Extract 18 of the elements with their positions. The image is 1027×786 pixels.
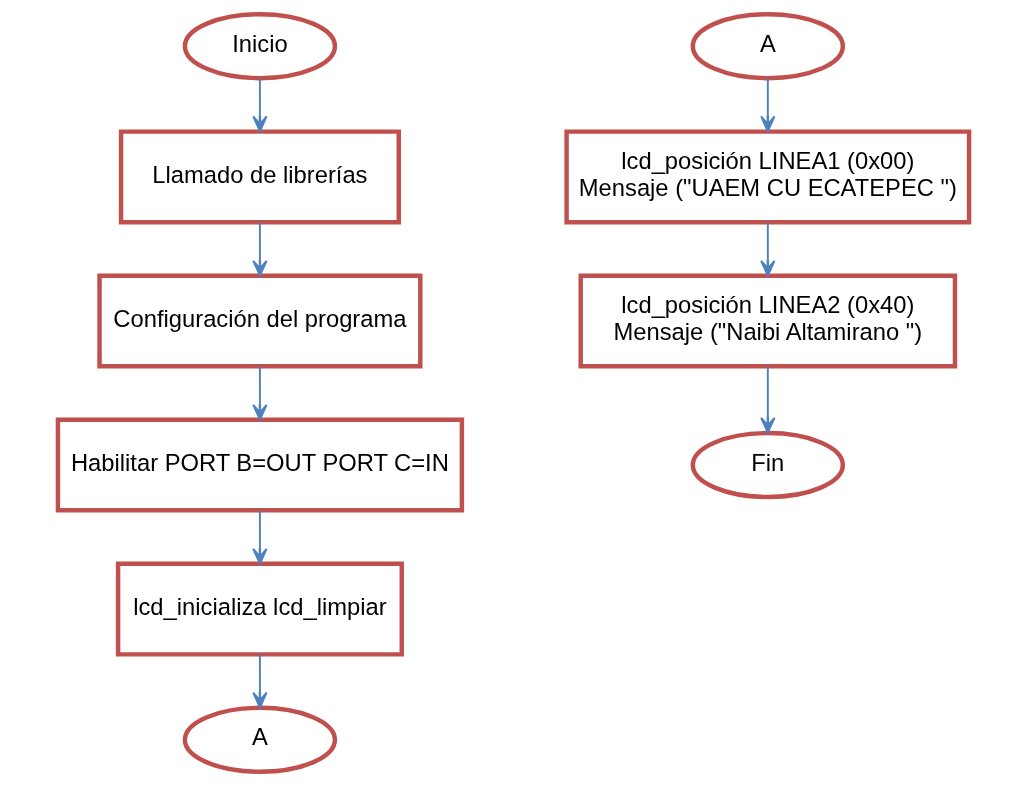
node-box: lcd_posición LINEA1 (0x00) Mensaje ("UAEM CU ECATEPEC ") — [564, 129, 972, 225]
arrow — [760, 77, 776, 133]
arrow — [252, 365, 268, 421]
arrow — [252, 221, 268, 277]
node-ellipse: Fin — [690, 430, 846, 500]
node-box: Habilitar PORT B=OUT PORT C=IN — [55, 417, 465, 513]
arrow — [252, 77, 268, 133]
arrow — [760, 221, 776, 277]
node-box: Configuración del programa — [97, 273, 423, 369]
node-box: lcd_inicializa lcd_limpiar — [115, 561, 404, 657]
arrow — [760, 365, 776, 434]
node-ellipse: Inicio — [182, 12, 338, 81]
node-box: lcd_posición LINEA2 (0x40) Mensaje ("Naibi Altamirano ") — [578, 273, 958, 369]
node-box: Llamado de librerías — [118, 129, 401, 225]
arrow — [252, 509, 268, 565]
arrow — [252, 653, 268, 709]
node-ellipse: A — [690, 12, 846, 81]
node-ellipse: A — [182, 705, 338, 774]
